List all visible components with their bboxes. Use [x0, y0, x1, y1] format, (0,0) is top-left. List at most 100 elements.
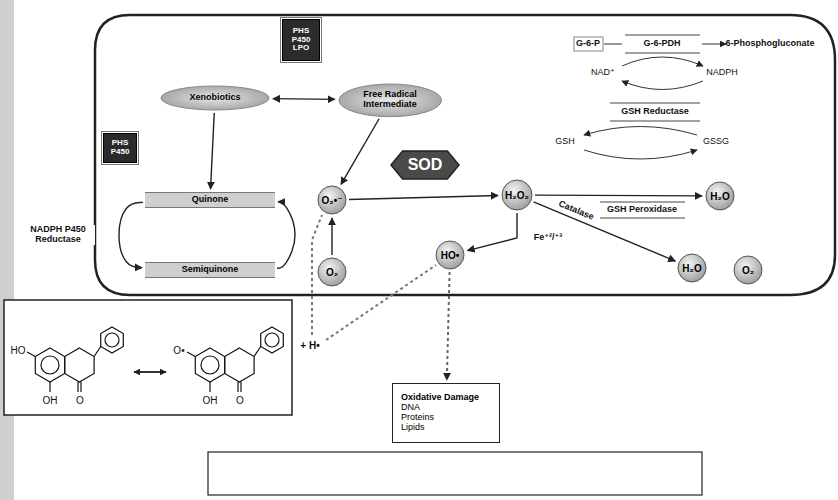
- connector: [341, 119, 379, 185]
- water-sphere: H₂O: [677, 253, 707, 283]
- pathway-label: GSSG: [703, 137, 729, 147]
- pathway-label: NAD⁺: [591, 68, 615, 78]
- connector: [273, 98, 335, 100]
- node-text-group: O₂: [326, 267, 338, 278]
- node-text-group: H₂O: [682, 263, 701, 274]
- atom-label: O: [236, 395, 244, 406]
- ring: [225, 348, 254, 382]
- connector: [211, 113, 215, 189]
- bond: [77, 382, 78, 392]
- atom-label: O: [76, 395, 84, 406]
- connector: [331, 218, 332, 255]
- node-title: H₂O: [710, 191, 729, 202]
- node-text-group: Oxidative DamageDNA Proteins Lipids: [401, 393, 479, 433]
- empty-caption-box: [208, 452, 702, 495]
- sphere-outline: [318, 258, 346, 286]
- sphere-outline: [678, 254, 706, 282]
- aromatic-ring: [201, 356, 219, 374]
- node-title: H₂O₂: [505, 190, 529, 201]
- node-text-group: HO•: [441, 250, 460, 261]
- node-title: PHS P450: [107, 139, 133, 157]
- inset-box: [4, 300, 292, 415]
- enzyme-bar: [600, 218, 685, 219]
- flavanone-radical-structure: [187, 327, 283, 392]
- sphere-outline: [706, 182, 734, 210]
- node-title: O₂: [326, 267, 338, 278]
- node-text-group: Xenobiotics: [189, 93, 240, 103]
- substrate-bracket: [574, 37, 603, 51]
- cycle-arrow: [622, 57, 703, 66]
- node-title: Free Radical Intermediate: [355, 90, 425, 110]
- node-title: Xenobiotics: [189, 93, 240, 103]
- node-title: Semiquinone: [182, 265, 239, 275]
- node-title: SOD: [408, 156, 443, 174]
- ellipse-outline: [161, 86, 269, 110]
- ring: [35, 348, 64, 382]
- resonance-arrow: [134, 371, 166, 372]
- node-text-group: SOD: [408, 156, 443, 174]
- atom-label: O•: [173, 345, 184, 356]
- connector: [447, 272, 450, 380]
- bond: [240, 382, 241, 392]
- connector: [535, 194, 702, 196]
- pathway-label: GSH: [555, 137, 575, 147]
- cycle-arrow: [622, 81, 703, 90]
- pathway-arrow: [702, 44, 726, 45]
- bond: [80, 382, 81, 392]
- pathway-label: G-6-PDH: [643, 39, 680, 49]
- superoxide-sphere: O₂•⁻: [317, 185, 347, 215]
- edge-label: GSH Peroxidase: [605, 205, 679, 215]
- node-title: PHS P450 LPO: [286, 27, 316, 53]
- bond: [237, 382, 238, 392]
- enzyme-bar: [610, 103, 700, 104]
- node-text-group: PHS P450 LPO: [286, 27, 316, 53]
- node-title: O₂•⁻: [321, 195, 342, 206]
- node-title: H₂O: [682, 263, 701, 274]
- connector: [277, 202, 295, 268]
- aromatic-ring: [41, 356, 59, 374]
- enzyme-box: PHS P450 LPO: [282, 19, 320, 61]
- sphere-outline: [318, 186, 346, 214]
- node-title: Quinone: [192, 195, 229, 205]
- peroxide-sphere: H₂O₂: [501, 179, 533, 211]
- molecule-ellipse: Xenobiotics: [160, 85, 270, 111]
- bond: [187, 352, 195, 357]
- quinone-band: Quinone: [145, 192, 275, 208]
- node-text-group: H₂O₂: [505, 190, 529, 201]
- flavanone-structure: [27, 327, 123, 392]
- enzyme-hexagon: SOD: [390, 150, 460, 180]
- connector: [119, 202, 143, 267]
- ellipse-outline: [339, 84, 442, 117]
- enzyme-box: PHS P450: [103, 133, 137, 163]
- enzyme-bar: [625, 53, 700, 54]
- cell-membrane: [95, 15, 835, 295]
- node-text-group: O₂: [742, 265, 754, 276]
- sphere-outline: [436, 241, 464, 269]
- ring: [101, 327, 124, 353]
- bond: [27, 352, 35, 357]
- ring: [261, 327, 284, 353]
- node-text-group: Quinone: [192, 195, 229, 205]
- atom-label: OH: [43, 395, 58, 406]
- enzyme-bar: [600, 202, 685, 203]
- node-title: O₂: [742, 265, 754, 276]
- node-title: HO•: [441, 250, 460, 261]
- node-text-group: PHS P450: [107, 139, 133, 157]
- sphere-outline: [734, 256, 762, 284]
- edge-label: Fe⁺²/⁺³: [532, 233, 565, 243]
- atom-label: HO: [11, 345, 26, 356]
- water-sphere: H₂O: [705, 181, 735, 211]
- pathway-label: 6-Phosphogluconate: [725, 39, 814, 49]
- pathway-label: GSH Reductase: [621, 107, 689, 117]
- atom-label: OH: [203, 395, 218, 406]
- bond: [94, 347, 101, 357]
- scan-shadow: [0, 0, 14, 500]
- molecule-ellipse: Free Radical Intermediate: [338, 83, 443, 118]
- ring: [65, 348, 94, 382]
- aromatic-ring: [105, 333, 119, 347]
- oxygen-sphere: O₂: [733, 255, 763, 285]
- bond: [209, 382, 210, 392]
- node-title: Oxidative Damage: [401, 393, 479, 403]
- sphere-outline: [502, 180, 532, 210]
- connector: [467, 213, 517, 251]
